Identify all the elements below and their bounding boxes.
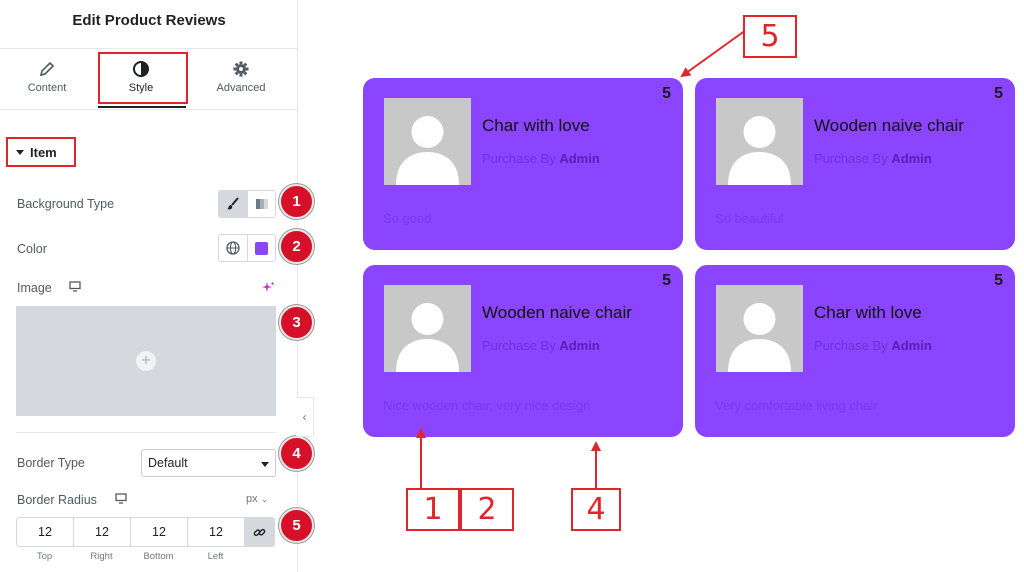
radius-left-label: Left [207,551,224,562]
review-rating: 5 [662,272,671,289]
chevron-left-icon: ‹ [302,410,307,424]
contrast-icon [133,61,149,77]
chevron-down-icon [261,462,269,467]
color-label: Color [17,242,47,256]
radius-left-input[interactable]: 12 [188,518,245,546]
color-swatch-button[interactable] [247,235,275,261]
annotation-4: 4 [571,488,621,531]
caret-down-icon [16,149,24,155]
avatar [384,285,471,372]
avatar [716,98,803,185]
active-tab-indicator [98,106,186,108]
border-radius-inputs: 12 12 12 12 [16,517,275,547]
color-control [218,234,276,262]
gear-icon [233,61,249,77]
background-classic-button[interactable] [219,191,247,217]
section-item-toggle[interactable]: Item [6,137,76,167]
background-type-label: Background Type [17,197,115,211]
plus-icon: + [136,351,156,371]
review-product-title: Wooden naive chair [814,116,964,135]
tab-content-label: Content [27,82,67,94]
tab-advanced-label: Advanced [216,82,266,94]
ai-sparkle-icon[interactable] [262,281,275,294]
color-swatch [255,241,268,255]
annotation-1: 1 [406,488,460,531]
image-upload-area[interactable]: + [16,306,276,416]
avatar [384,98,471,185]
brush-icon [227,197,239,210]
review-product-title: Wooden naive chair [482,303,632,322]
review-text: Very comfortable living chair [715,398,878,413]
review-rating: 5 [662,85,671,102]
radius-bottom-input[interactable]: 12 [131,518,188,546]
gradient-icon [255,199,268,209]
annotation-5: 5 [743,15,797,58]
review-card: 5 Char with love Purchase By Admin So go… [363,78,683,250]
style-panel: Edit Product Reviews Content Style Advan… [0,0,298,572]
radius-right-input[interactable]: 12 [74,518,131,546]
border-radius-sublabels: Top Right Bottom Left [16,551,244,562]
review-text: So beautiful [715,211,784,226]
background-type-control [218,190,276,218]
tab-advanced[interactable]: Advanced [196,49,286,109]
tab-style-label: Style [128,82,154,94]
review-purchase-by: Purchase By Admin [814,151,932,166]
review-rating: 5 [994,85,1003,102]
review-product-title: Char with love [482,116,590,135]
review-purchase-by: Purchase By Admin [482,338,600,353]
global-colors-button[interactable] [219,235,247,261]
step-badge-4: 4 [279,436,314,471]
background-gradient-button[interactable] [247,191,275,217]
section-divider [16,432,276,433]
review-card: 5 Wooden naive chair Purchase By Admin N… [363,265,683,437]
tab-bar: Content Style Advanced [0,48,298,110]
border-type-label: Border Type [17,456,85,470]
globe-icon [226,241,240,255]
style-tab-highlight [98,52,188,104]
section-item-title: Item [30,144,57,160]
step-badge-3: 3 [279,305,314,340]
avatar [716,285,803,372]
border-type-value: Default [148,456,188,470]
review-purchase-by: Purchase By Admin [814,338,932,353]
border-radius-label: Border Radius [17,493,97,507]
unit-value: px [246,493,258,505]
step-badge-2: 2 [279,229,314,264]
desktop-icon[interactable] [69,281,81,292]
link-values-button[interactable] [245,518,274,546]
chevron-down-icon: ⌄ [260,494,269,504]
border-type-select[interactable]: Default [141,449,276,477]
tab-style[interactable]: Style [96,49,186,109]
pencil-icon [39,61,55,77]
review-rating: 5 [994,272,1003,289]
radius-top-input[interactable]: 12 [17,518,74,546]
tab-content[interactable]: Content [2,49,92,109]
review-text: Nice wooden chair, very nice design [383,398,591,413]
panel-collapse-button[interactable]: ‹ [296,397,314,437]
desktop-icon[interactable] [115,493,127,504]
review-card: 5 Wooden naive chair Purchase By Admin S… [695,78,1015,250]
step-badge-5: 5 [279,508,314,543]
review-purchase-by: Purchase By Admin [482,151,600,166]
review-product-title: Char with love [814,303,922,322]
unit-selector[interactable]: px ⌄ [246,493,268,505]
radius-bottom-label: Bottom [143,551,174,562]
annotation-2: 2 [460,488,514,531]
panel-title: Edit Product Reviews [72,12,226,29]
review-text: So good [383,211,432,226]
step-badge-1: 1 [279,184,314,219]
radius-right-label: Right [90,551,113,562]
radius-top-label: Top [36,551,53,562]
review-card: 5 Char with love Purchase By Admin Very … [695,265,1015,437]
link-icon [253,528,266,536]
image-label: Image [17,281,52,295]
